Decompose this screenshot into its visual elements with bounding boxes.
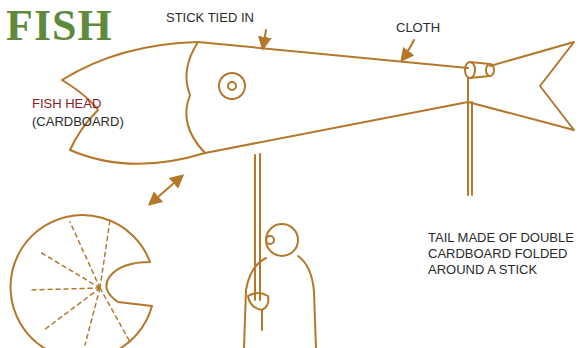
person-head (266, 224, 298, 256)
person-arm (261, 310, 263, 330)
cloth-bottom (205, 102, 468, 153)
pupil (228, 82, 236, 90)
person-hands (248, 293, 268, 310)
fold-lines (30, 220, 130, 345)
double-arrow (150, 176, 182, 204)
collar (465, 62, 475, 78)
part-label: CLOTH (396, 20, 440, 36)
cloth-top (198, 42, 468, 68)
tail (468, 42, 574, 130)
gill-line (186, 42, 205, 153)
diagram-title: FISH (6, 4, 113, 48)
part-label: FISH HEAD (32, 96, 101, 112)
leader-arrow (402, 40, 414, 60)
cardboard-cutout (11, 215, 152, 348)
person-ear (266, 236, 274, 244)
note-label: TAIL MADE OF DOUBLE CARDBOARD FOLDED ARO… (428, 230, 574, 278)
eye (219, 73, 245, 99)
leader-arrow (263, 30, 266, 48)
head-bottom (70, 150, 205, 164)
tail-stick (468, 78, 472, 195)
head-stick (255, 154, 260, 300)
part-label: (CARDBOARD) (32, 114, 124, 130)
person-body (244, 256, 316, 348)
part-label: STICK TIED IN (166, 10, 254, 26)
